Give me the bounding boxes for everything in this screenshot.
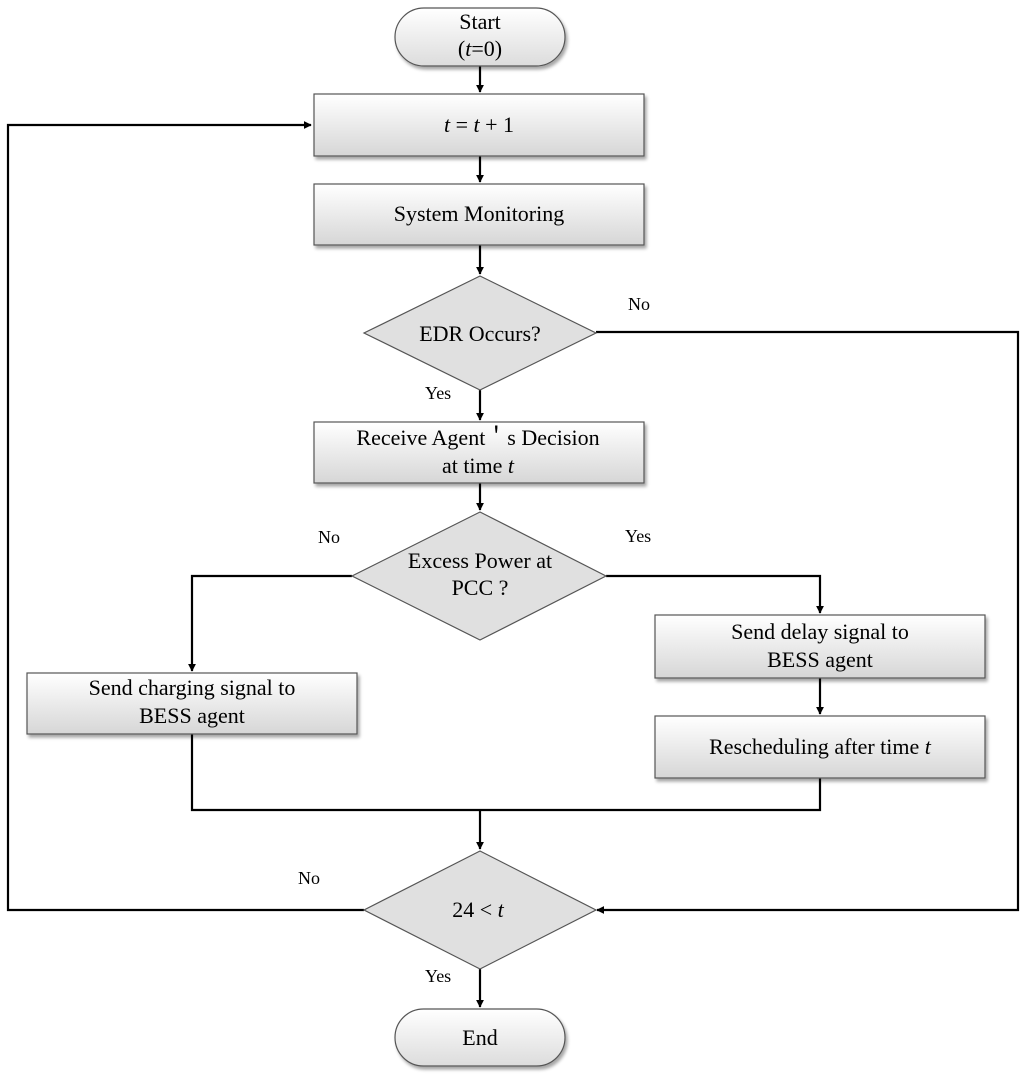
start-label: Start — [459, 9, 501, 34]
excess-power-decision-node: Excess Power at PCC ? — [350, 511, 608, 641]
edr-decision-node: EDR Occurs? — [362, 275, 598, 391]
delay-signal-node: Send delay signal to BESS agent — [654, 614, 986, 679]
excess-power-line1: Excess Power at — [408, 548, 552, 573]
charging-signal-line2: BESS agent — [139, 703, 245, 728]
charging-signal-line1: Send charging signal to — [89, 675, 296, 700]
charging-signal-node: Send charging signal to BESS agent — [26, 672, 358, 735]
edr-no-label: No — [628, 294, 650, 314]
excess-power-line2: PCC ? — [452, 575, 509, 600]
time-check-label: 24 < t — [452, 897, 504, 922]
receive-decision-node: Receive Agent＇s Decision at time t — [313, 421, 645, 484]
edr-yes-label: Yes — [425, 383, 451, 403]
delay-signal-line2: BESS agent — [767, 647, 873, 672]
receive-decision-line1: Receive Agent＇s Decision — [356, 425, 599, 450]
edge-timecheck-no — [6, 121, 364, 912]
time-check-decision-node: 24 < t — [362, 850, 598, 970]
increment-label: t = t + 1 — [444, 112, 514, 137]
start-node: Start (t=0) — [394, 7, 566, 67]
end-label: End — [462, 1025, 497, 1050]
timecheck-no-label: No — [298, 868, 320, 888]
edr-decision-label: EDR Occurs? — [419, 321, 541, 346]
timecheck-yes-label: Yes — [425, 966, 451, 986]
svg-text:(t=0): (t=0) — [458, 36, 502, 61]
delay-signal-line1: Send delay signal to — [731, 619, 909, 644]
edge-edr-no — [596, 330, 1020, 914]
svg-text:Start: Start — [459, 9, 501, 34]
rescheduling-label: Rescheduling after time t — [709, 734, 932, 759]
end-node: End — [394, 1008, 566, 1067]
edge-excess-yes — [606, 574, 824, 614]
edge-charging-to-merge — [190, 734, 480, 812]
edge-rescheduling-to-merge — [480, 778, 822, 812]
edge-excess-no — [188, 574, 352, 672]
rescheduling-node: Rescheduling after time t — [654, 715, 986, 779]
monitoring-label: System Monitoring — [394, 201, 565, 226]
connectors — [6, 66, 1020, 1008]
receive-decision-line2: at time t — [442, 453, 515, 478]
edge-labels: No Yes No Yes No Yes — [298, 294, 651, 986]
excess-yes-label: Yes — [625, 526, 651, 546]
increment-node: t = t + 1 — [313, 93, 645, 157]
excess-no-label: No — [318, 527, 340, 547]
monitoring-node: System Monitoring — [313, 183, 645, 246]
